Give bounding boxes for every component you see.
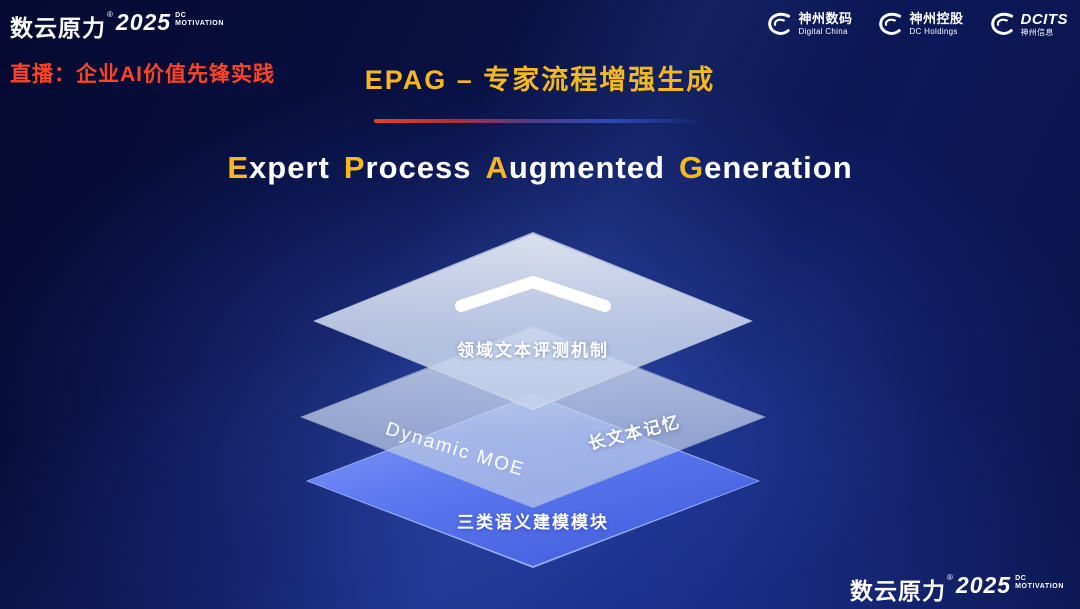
brand-tag-top: DC [1015,575,1027,582]
gradient-divider [374,119,704,123]
partner-subtitle: 神州信息 [1020,28,1054,38]
partner-text: DCITS 神州信息 [1021,11,1069,37]
chevron-up-icon [455,276,611,312]
dcits-logo-icon [990,12,1013,35]
subtitle-epag-expansion: Expert Process Augmented Generation [0,150,1080,186]
layer-domain-evaluation [313,232,753,410]
brand-tagline: DC MOTIVATION [1015,575,1064,592]
brand-reg-mark: ® [947,573,953,582]
partner-dc-holdings: 神州控股 DC Holdings [876,10,963,38]
brand-name: 数云原力 [850,578,947,604]
digital-china-logo-icon [768,12,791,35]
partner-dcits: DCITS 神州信息 [988,10,1069,38]
brand-name: 数云原力 [10,15,106,41]
subtitle-word-generation: Generation [679,150,853,185]
brand-tagline: DC MOTIVATION [175,12,224,29]
page-title: EPAG – 专家流程增强生成 [364,65,716,95]
bottom-layer-label: 三类语义建模模块 [457,513,609,532]
partner-digital-china: 神州数码 Digital China [765,10,852,38]
brand-year: 2025 [955,572,1012,598]
subtitle-word-augmented: Augmented [485,150,665,185]
footer-brand-logo: 数云原力 ® 2025 DC MOTIVATION [850,572,1064,606]
top-layer-label: 领域文本评测机制 [457,341,609,360]
brand-reg-mark: ® [107,10,113,19]
partner-subtitle: DC Holdings [909,26,958,36]
partner-logos: 神州数码 Digital China 神州控股 DC Holdings DCIT… [765,10,1068,38]
brand-tag-bottom: MOTIVATION [175,20,224,28]
partner-name: 神州控股 [909,10,964,26]
brand-tag-bottom: MOTIVATION [1015,583,1064,591]
partner-subtitle: Digital China [798,26,848,36]
partner-name: 神州数码 [798,10,853,26]
partner-text: 神州控股 DC Holdings [909,10,964,36]
partner-name: DCITS [1020,10,1068,28]
partner-text: 神州数码 Digital China [798,10,853,36]
brand-year: 2025 [115,9,172,35]
dc-holdings-logo-icon [879,12,902,35]
subtitle-word-process: Process [343,150,472,185]
subtitle-word-expert: Expert [227,150,330,185]
brand-tag-top: DC [175,12,187,19]
live-caption: 直播：企业AI价值先锋实践 [10,63,275,86]
layer-surface [315,234,751,408]
brand-logo: 数云原力 ® 2025 DC MOTIVATION [10,9,224,43]
